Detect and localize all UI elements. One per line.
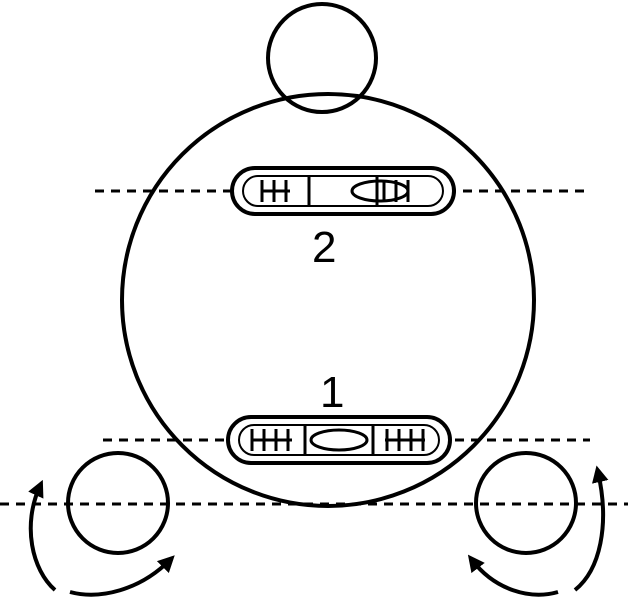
level-label-2: 2 — [312, 223, 336, 272]
bubble-vial-2 — [350, 179, 410, 203]
left-rotation-arrows-icon — [28, 479, 175, 597]
level-vial-2 — [230, 166, 456, 216]
level-label-1: 1 — [320, 368, 344, 417]
level-vial-1 — [226, 415, 452, 465]
right-rotation-arrows-icon — [467, 465, 609, 597]
tribrach-base-circle — [120, 92, 536, 508]
bubble-vial-1 — [309, 428, 369, 452]
top-foot-screw — [266, 2, 378, 114]
